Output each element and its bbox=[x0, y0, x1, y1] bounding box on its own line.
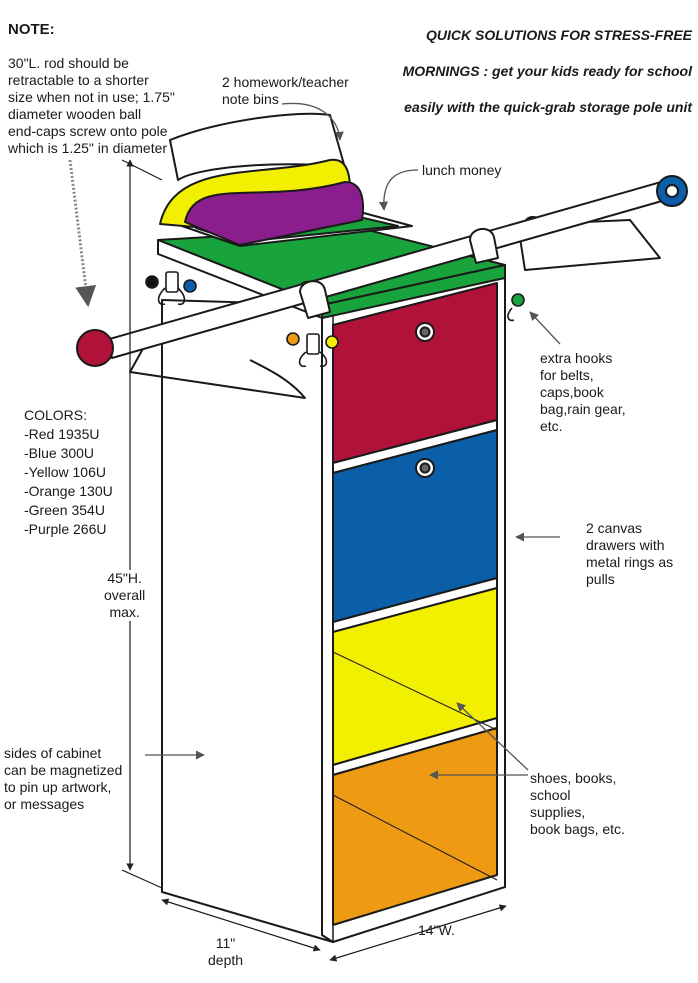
rod-end-cap-red bbox=[76, 329, 114, 367]
hook-ball-black bbox=[145, 275, 159, 289]
rod-bracket-right bbox=[469, 228, 499, 264]
note-block: NOTE: 30"L. rod should be retractable to… bbox=[8, 4, 175, 174]
rod-bracket-left bbox=[299, 280, 331, 319]
label-height: 45"H. overall max. bbox=[104, 570, 146, 621]
label-shoes-books: shoes, books, school supplies, book bags… bbox=[530, 770, 625, 837]
width-dimension-line bbox=[329, 904, 507, 962]
depth-dimension-line bbox=[161, 898, 321, 952]
cabinet-side-panel bbox=[161, 299, 334, 943]
color-item: -Yellow 106U bbox=[24, 464, 106, 480]
colors-legend: COLORS: -Red 1935U -Blue 300U -Yellow 10… bbox=[24, 406, 113, 539]
label-homework-bins: 2 homework/teacher note bins bbox=[222, 74, 349, 107]
colors-title: COLORS: bbox=[24, 407, 88, 423]
headline-line-1: QUICK SOLUTIONS FOR STRESS-FREE bbox=[425, 27, 692, 43]
bins-arrow bbox=[281, 102, 344, 141]
label-extra-hooks: extra hooks for belts, caps,book bag,rai… bbox=[540, 350, 626, 434]
note-body: 30"L. rod should be retractable to a sho… bbox=[8, 55, 175, 156]
label-lunch-money: lunch money bbox=[422, 162, 502, 178]
label-depth: 11" depth bbox=[208, 935, 244, 968]
headline-line-3: easily with the quick-grab storage pole … bbox=[404, 99, 692, 115]
label-sides-magnetized: sides of cabinet can be magnetized to pi… bbox=[4, 745, 123, 812]
hook-ball-blue bbox=[183, 279, 197, 293]
label-canvas-drawers: 2 canvas drawers with metal rings as pul… bbox=[586, 520, 674, 587]
note-title: NOTE: bbox=[8, 21, 55, 38]
hook-right[interactable] bbox=[507, 307, 515, 322]
color-item: -Purple 266U bbox=[24, 521, 107, 537]
hooks-arrow bbox=[529, 311, 561, 345]
headline-line-2: MORNINGS : get your kids ready for schoo… bbox=[402, 63, 692, 79]
headline: QUICK SOLUTIONS FOR STRESS-FREE MORNINGS… bbox=[352, 8, 692, 134]
color-item: -Blue 300U bbox=[24, 445, 95, 461]
shoes-arrow-yellow bbox=[456, 702, 529, 771]
hook-middle[interactable] bbox=[298, 351, 328, 368]
color-item: -Red 1935U bbox=[24, 426, 100, 442]
label-width: 14"W. bbox=[418, 922, 455, 938]
hook-ball-yellow bbox=[325, 335, 339, 349]
color-item: -Orange 130U bbox=[24, 483, 113, 499]
hook-ball-green bbox=[511, 293, 525, 307]
color-item: -Green 354U bbox=[24, 502, 105, 518]
note-arrow bbox=[68, 159, 97, 308]
orange-cubby bbox=[332, 727, 498, 926]
lunch-money-arrow bbox=[378, 169, 419, 211]
hook-ball-orange bbox=[286, 332, 300, 346]
hanger-left[interactable] bbox=[129, 299, 311, 399]
hook-left[interactable] bbox=[157, 287, 186, 306]
homework-bin-purple bbox=[184, 181, 364, 246]
